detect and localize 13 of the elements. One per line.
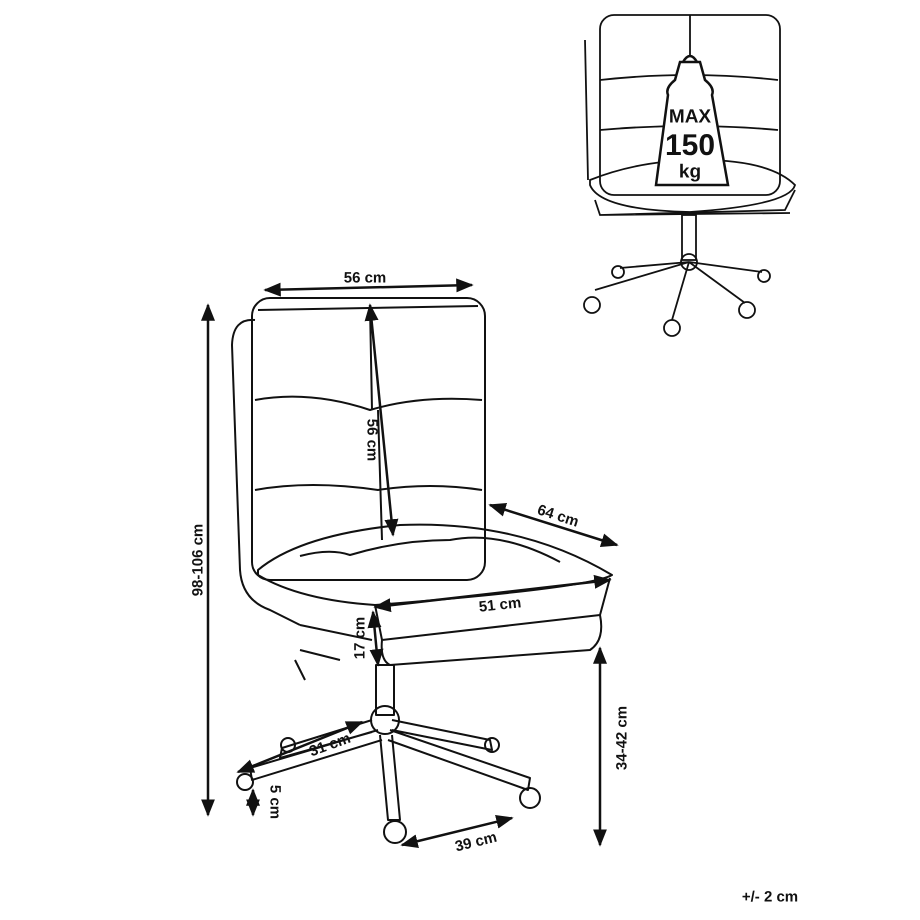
tolerance-note: +/- 2 cm (742, 890, 798, 904)
weight-limit-text: 150 (664, 131, 716, 161)
dimension-label: 98-106 cm (190, 524, 206, 596)
dimension-label: 56 cm (344, 270, 386, 286)
weight-limit-text: MAX (668, 108, 712, 126)
dimension-label: 34-42 cm (614, 706, 630, 770)
dimension-label: 64 cm (535, 502, 581, 530)
dimension-label: 5 cm (268, 784, 282, 820)
dimension-label: 56 cm (364, 418, 380, 462)
dimension-label: 17 cm (352, 616, 368, 660)
dimension-label: 39 cm (454, 830, 498, 854)
dimension-label: 51 cm (478, 595, 522, 615)
weight-limit-text: kg (678, 162, 702, 182)
